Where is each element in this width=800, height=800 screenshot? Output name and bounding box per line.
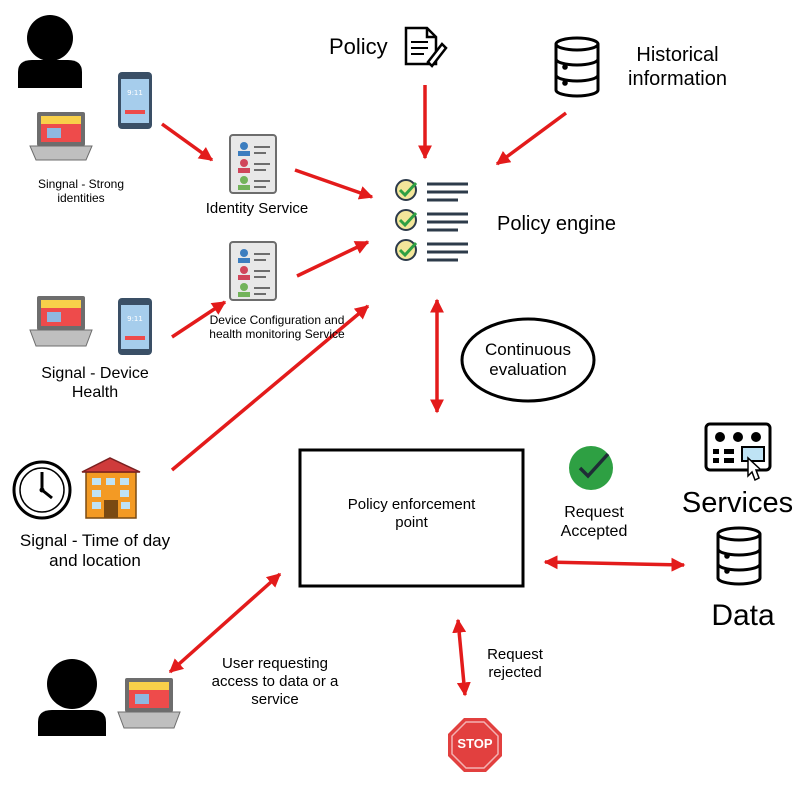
stop-sign-icon — [448, 718, 502, 772]
request-rejected-label: Request rejected — [487, 646, 543, 681]
request-accepted-label: Request Accepted — [560, 504, 628, 541]
checkmark-circle-icon — [569, 446, 613, 490]
svg-text:9:11: 9:11 — [127, 89, 143, 97]
signal-strong-identities-label: Singnal - Strong identities — [37, 177, 125, 206]
identity-service-label: Identity Service — [205, 200, 309, 217]
arrows — [160, 85, 686, 697]
arrow-history-to-engine — [495, 111, 568, 166]
clock-icon — [12, 460, 72, 520]
control-panel-icon — [704, 422, 772, 482]
arrow-time-location-to-engine — [170, 304, 370, 472]
services-label: Services — [681, 487, 794, 519]
id-card-icon — [229, 134, 277, 194]
building-icon — [81, 457, 141, 519]
svg-text:9:11: 9:11 — [127, 315, 143, 323]
user-icon — [18, 15, 82, 88]
document-pen-icon — [404, 26, 448, 68]
arrow-pep-rejected — [452, 618, 471, 697]
signal-time-location-label: Signal - Time of day and location — [19, 531, 171, 571]
continuous-evaluation-ellipse — [460, 317, 596, 403]
arrow-phone-to-identity — [160, 122, 214, 162]
id-card-icon — [229, 241, 277, 301]
historical-information-label: Historical information — [628, 44, 727, 90]
laptop-icon — [117, 678, 181, 729]
laptop-icon — [29, 112, 93, 161]
user-icon — [38, 659, 106, 736]
arrow-pep-user — [168, 572, 282, 674]
arrow-device-service-to-engine — [296, 240, 370, 278]
user-requesting-access-label: User requesting access to data or a serv… — [211, 655, 339, 708]
database-icon — [554, 36, 600, 98]
smartphone-icon: 9:11 — [118, 72, 152, 129]
policy-label: Policy — [329, 34, 388, 59]
signal-device-health-label: Signal - Device Health — [41, 365, 149, 402]
data-label: Data — [711, 599, 775, 632]
smartphone-icon: 9:11 — [118, 298, 152, 355]
checklist-icon — [395, 179, 468, 262]
continuous-evaluation-label: Continuous evaluation — [484, 340, 571, 380]
policy-enforcement-point-label: Policy enforcement point — [347, 496, 476, 531]
database-icon — [716, 526, 762, 586]
arrow-device-health-to-service — [171, 300, 227, 339]
policy-engine-label: Policy engine — [497, 213, 616, 235]
laptop-icon — [29, 296, 93, 347]
device-health-service-label: Device Configuration and health monitori… — [209, 313, 345, 342]
arrow-identity-to-engine — [294, 168, 374, 200]
stop-sign-label: STOP — [457, 736, 493, 751]
policy-enforcement-box — [298, 448, 525, 588]
arrow-pep-services — [543, 555, 686, 572]
